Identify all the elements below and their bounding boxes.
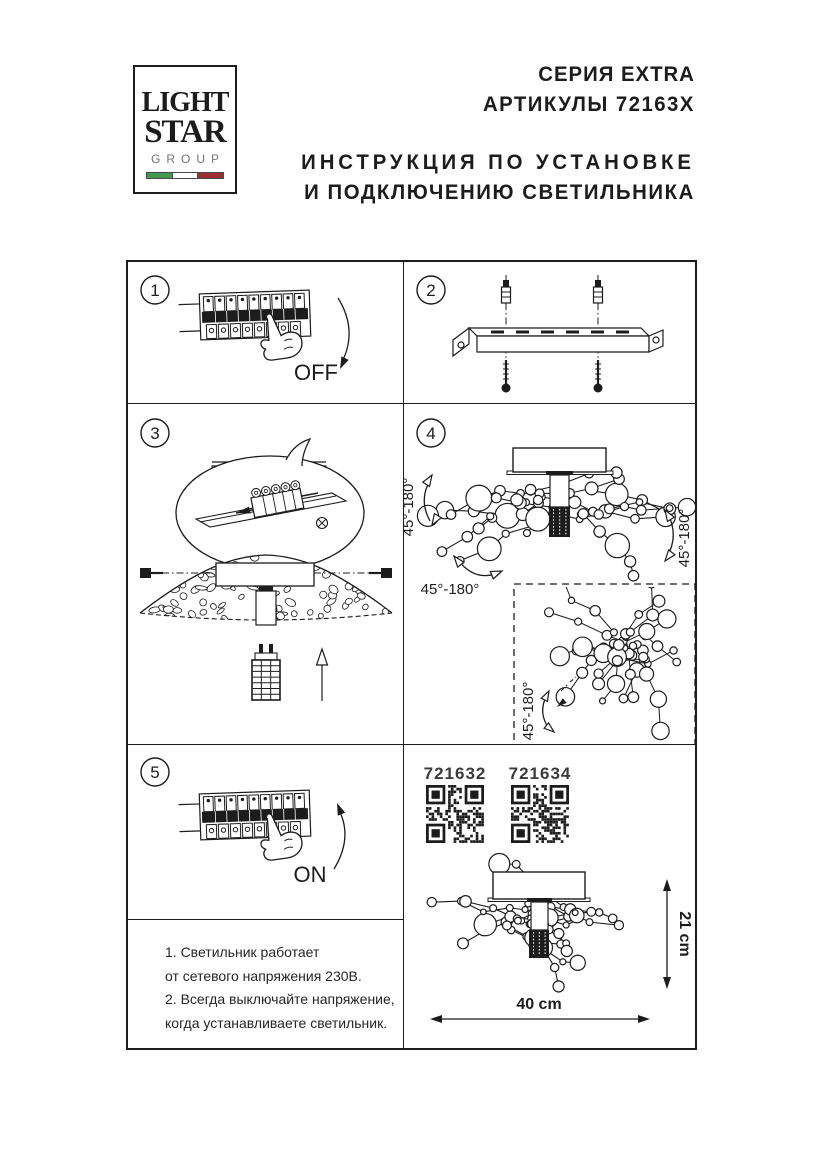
lightstar-logo: LIGHT STAR GROUP	[133, 65, 237, 194]
height-dimension: 21 cm	[676, 911, 693, 956]
product-codes-and-dimensions: 721632 721634 21 cm 40 cm	[424, 764, 693, 1023]
step2-illustration: 2	[416, 275, 664, 393]
off-label: OFF	[294, 360, 338, 385]
document-title: СЕРИЯ EXTRA АРТИКУЛЫ 72163X ИНСТРУКЦИЯ П…	[289, 60, 695, 208]
rotation-label-left: 45°-180°	[404, 477, 417, 536]
on-label: ON	[294, 862, 327, 887]
step3-illustration: 3	[139, 417, 393, 701]
step1-number: 1	[150, 281, 159, 300]
grid-divider-row1	[128, 403, 695, 404]
instruction-table: 1 OFF 2 3 4 45°-180° 45°-180° 45°-180° 4…	[126, 260, 697, 1050]
step3-number: 3	[150, 424, 159, 443]
articles-label: АРТИКУЛЫ 72163X	[483, 93, 695, 116]
step5-number: 5	[150, 763, 159, 782]
step3-badge	[140, 417, 170, 448]
step2-badge	[416, 275, 446, 305]
series-label: СЕРИЯ EXTRA	[538, 63, 695, 86]
note-line: 1. Светильник работает	[165, 944, 320, 960]
step1-badge	[140, 275, 170, 305]
note-line: 2. Всегда выключайте напряжение,	[165, 991, 395, 1007]
width-dimension: 40 cm	[516, 996, 561, 1013]
step1-illustration: 1 OFF	[140, 275, 350, 385]
rotation-label-topview: 45°-180°	[520, 681, 537, 740]
grid-divider-row3	[128, 918, 403, 920]
italian-flag	[146, 172, 224, 179]
rotation-label-bottom: 45°-180°	[421, 581, 480, 598]
rotation-label-right: 45°-180°	[676, 508, 693, 567]
grid-divider-row2	[128, 743, 695, 745]
grid-divider-vertical	[402, 262, 404, 1048]
step5-illustration: 5 ON	[140, 757, 346, 887]
safety-notes: 1. Светильник работает от сетевого напря…	[128, 920, 402, 1048]
step5-badge	[140, 757, 170, 787]
logo-word-light: LIGHT	[141, 87, 230, 118]
step2-number: 2	[426, 281, 435, 300]
instruction-title-line1: ИНСТРУКЦИЯ ПО УСТАНОВКЕ	[301, 151, 695, 174]
flag-red	[198, 173, 224, 178]
qr2-label: 721634	[509, 764, 572, 783]
logo-word-group: GROUP	[150, 152, 225, 166]
instruction-title-line2: И ПОДКЛЮЧЕНИЮ СВЕТИЛЬНИКА	[304, 181, 695, 204]
note-line: от сетевого напряжения 230В.	[165, 967, 362, 984]
step4-number: 4	[426, 424, 435, 443]
flag-green	[147, 173, 172, 178]
qr1-label: 721632	[424, 764, 487, 783]
flag-white	[171, 173, 199, 178]
logo-word-star: STAR	[144, 114, 227, 150]
note-line: когда устанавливаете светильник.	[165, 1014, 388, 1031]
step4-illustration: 4 45°-180° 45°-180° 45°-180° 45°-180°	[404, 417, 695, 744]
step4-badge	[416, 417, 446, 448]
